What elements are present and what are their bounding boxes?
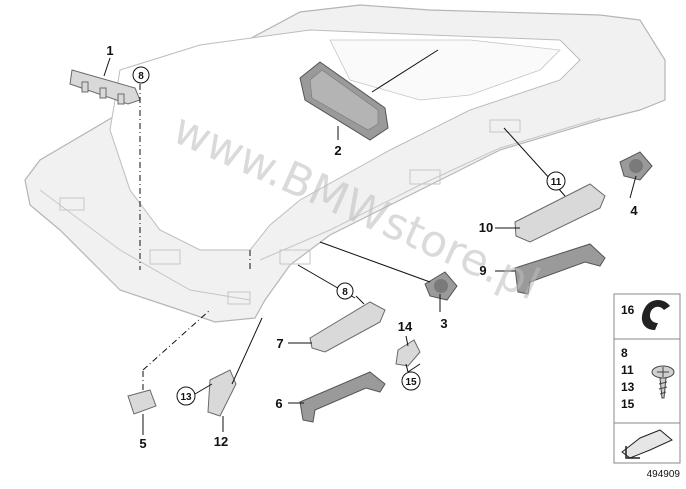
- callout-7: 7: [276, 336, 283, 351]
- callouts: 1 8 2 4 11 10 9 8 3 7 14 15 13 6 5 12: [106, 43, 638, 451]
- part-2-grille: [299, 61, 389, 141]
- part-6-grab-handle: [299, 371, 386, 423]
- part-1-bracket: [69, 69, 141, 105]
- callout-15: 15: [405, 377, 417, 388]
- callout-3: 3: [440, 316, 447, 331]
- leader-lines: [103, 49, 637, 435]
- callout-14: 14: [398, 319, 413, 334]
- part-9-grab-handle: [514, 243, 606, 295]
- part-10-holder: [514, 183, 606, 243]
- legend-screw-8: 8: [621, 346, 628, 360]
- screw-icon: [651, 365, 675, 399]
- part-5-clip: [127, 389, 157, 415]
- legend-screw-11: 11: [621, 363, 634, 377]
- callout-11: 11: [551, 177, 562, 188]
- callout-4: 4: [630, 203, 638, 218]
- callout-1: 1: [106, 43, 113, 58]
- fastener-legend: 16 8 11 13 15: [613, 293, 681, 464]
- callout-13: 13: [180, 392, 192, 403]
- callout-8-mid: 8: [342, 287, 348, 298]
- direction-arrow-icon: [621, 429, 673, 459]
- legend-screw-15: 15: [621, 397, 635, 411]
- part-7-holder: [309, 301, 386, 353]
- callout-6: 6: [275, 396, 282, 411]
- strap-icon: [641, 300, 670, 330]
- callout-9: 9: [479, 263, 486, 278]
- callout-5: 5: [139, 436, 146, 451]
- part-12-cover: [207, 369, 237, 417]
- legend-16-label: 16: [621, 303, 635, 317]
- part-3-speaker: [424, 271, 458, 301]
- callout-12: 12: [214, 434, 228, 449]
- headliner: [24, 4, 666, 323]
- part-4-speaker: [619, 151, 653, 181]
- callout-8-top: 8: [138, 71, 144, 82]
- legend-screw-13: 13: [621, 380, 635, 394]
- callout-10: 10: [479, 220, 493, 235]
- part-14-clip: [395, 339, 421, 367]
- reference-number: 494909: [647, 469, 681, 480]
- callout-2: 2: [334, 143, 341, 158]
